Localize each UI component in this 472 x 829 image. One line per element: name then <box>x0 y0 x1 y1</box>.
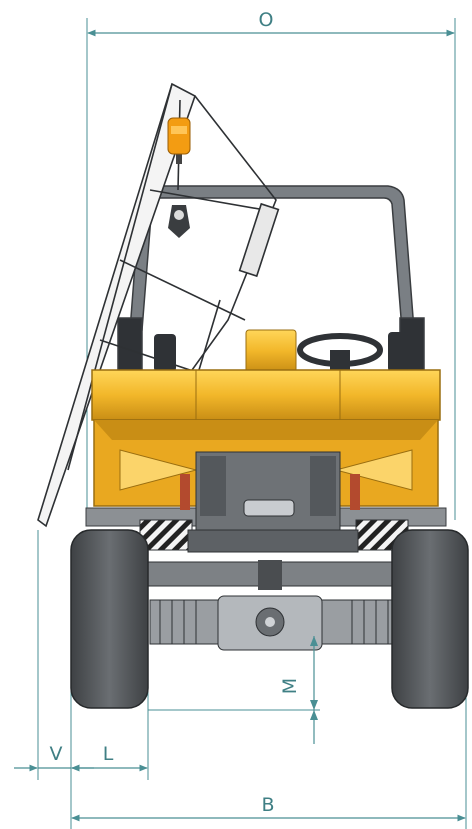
dimension-M: M <box>279 636 318 744</box>
dimension-L-label: L <box>103 743 114 765</box>
right-tire <box>391 529 469 709</box>
beacon-icon <box>167 117 191 238</box>
dimension-O-label: O <box>259 9 274 31</box>
chassis <box>85 451 447 651</box>
dimension-B-label: B <box>261 794 274 816</box>
left-tire <box>70 529 149 709</box>
dimension-M-label: M <box>279 678 301 694</box>
dimension-L: L <box>71 743 148 772</box>
folded-arm <box>37 82 280 528</box>
dimension-V-label: V <box>50 743 63 765</box>
dimension-O: O <box>87 9 455 37</box>
tires <box>70 529 469 709</box>
dimension-V: V <box>14 743 94 772</box>
dimension-B: B <box>71 794 466 822</box>
seat-and-steering <box>154 329 408 373</box>
